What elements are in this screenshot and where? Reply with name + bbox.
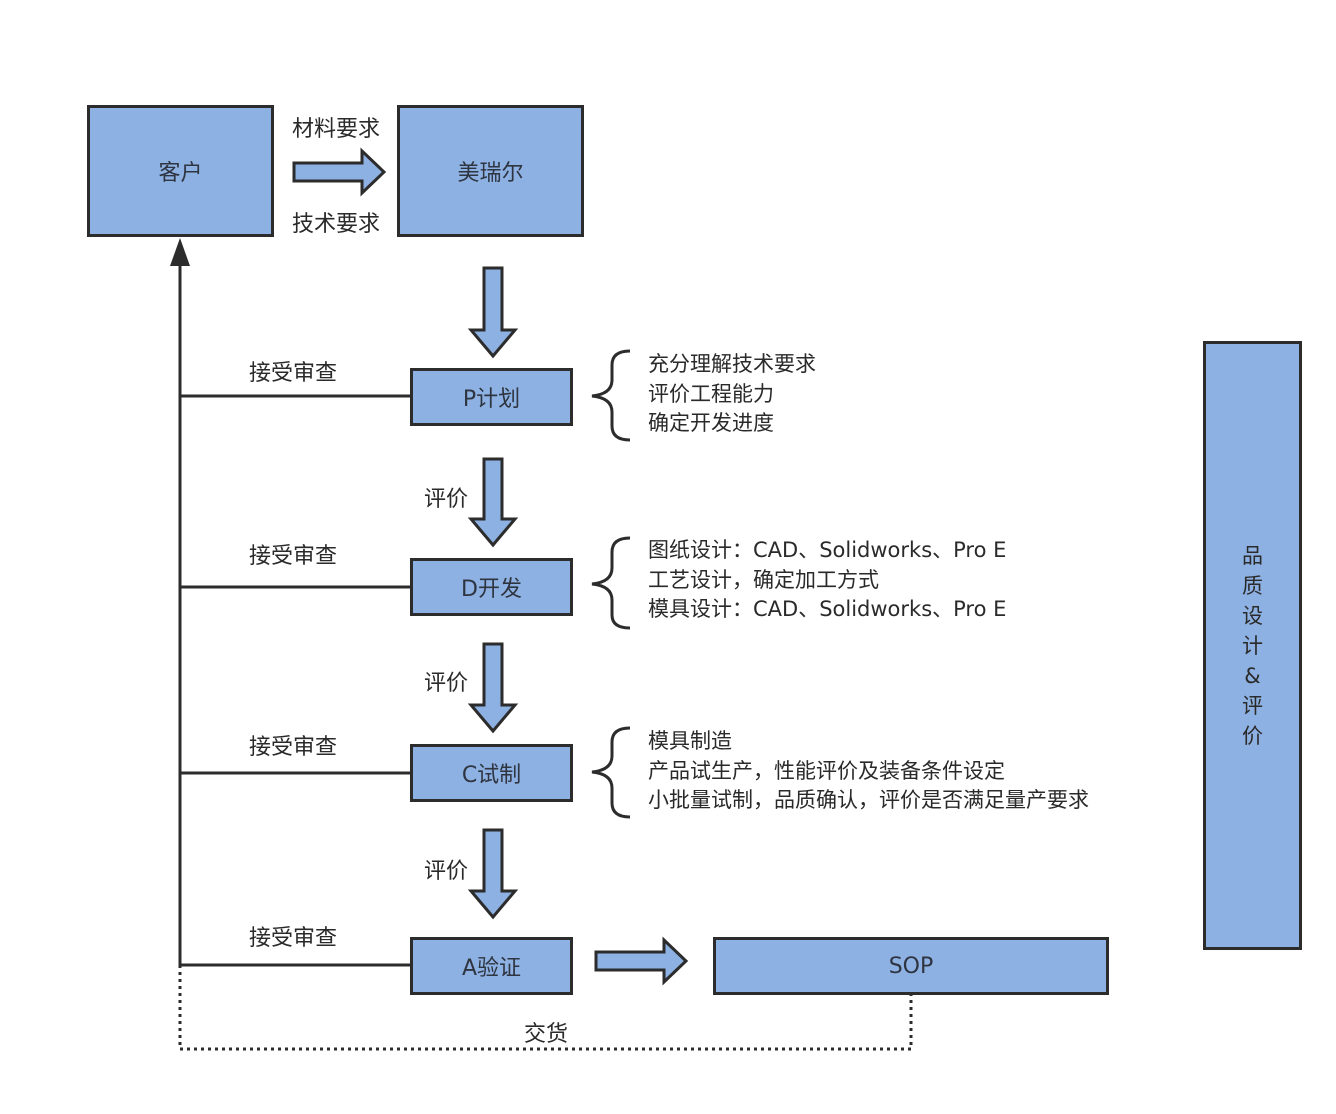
arrow-down-icon [467, 828, 519, 920]
evaluate-label-3: 评价 [424, 859, 469, 884]
p-plan-label: P计划 [462, 387, 521, 412]
p-plan-details: 充分理解技术要求 评价工程能力 确定开发进度 [648, 350, 816, 439]
evaluate-label-2: 评价 [424, 671, 469, 696]
sop-node: SOP [713, 937, 1109, 995]
quality-side-panel: 品 质 设 计 & 评 价 [1203, 341, 1302, 950]
delivery-line [178, 965, 913, 1051]
a-verify-label: A验证 [461, 956, 522, 981]
arrow-down-icon [467, 642, 519, 734]
detail-item: 评价工程能力 [648, 381, 774, 406]
arrow-up-icon [170, 238, 190, 266]
p-plan-node: P计划 [410, 368, 573, 426]
side-char: 品 [1242, 543, 1263, 568]
detail-item: 工艺设计，确定加工方式 [648, 567, 879, 592]
sop-label: SOP [888, 953, 934, 979]
d-develop-node: D开发 [410, 558, 573, 616]
detail-item: 确定开发进度 [648, 411, 774, 435]
brace-icon [591, 726, 631, 819]
brace-icon [591, 536, 631, 630]
c-trial-node: C试制 [410, 744, 573, 802]
brace-icon [591, 349, 631, 442]
feedback-line [170, 238, 412, 967]
side-char: 质 [1242, 573, 1263, 598]
customer-label: 客户 [158, 161, 203, 186]
supplier-label: 美瑞尔 [457, 161, 524, 186]
supplier-node: 美瑞尔 [397, 105, 584, 237]
accept-review-label-d: 接受审查 [249, 544, 338, 569]
side-char: & [1244, 663, 1261, 688]
tech-req-label: 技术要求 [292, 212, 381, 237]
detail-item: 充分理解技术要求 [648, 352, 816, 376]
c-trial-label: C试制 [461, 763, 522, 788]
delivery-label: 交货 [524, 1022, 569, 1047]
side-char: 价 [1242, 723, 1263, 748]
evaluate-label-1: 评价 [424, 487, 469, 512]
arrow-down-icon [467, 457, 519, 548]
side-char: 计 [1242, 633, 1263, 658]
arrow-right-icon [594, 936, 689, 986]
accept-review-label-p: 接受审查 [249, 361, 338, 386]
customer-node: 客户 [87, 105, 274, 237]
material-req-label: 材料要求 [292, 117, 381, 142]
side-char: 设 [1242, 603, 1263, 628]
a-verify-node: A验证 [410, 937, 573, 995]
accept-review-label-c: 接受审查 [249, 735, 338, 760]
detail-item: 产品试生产，性能评价及装备条件设定 [648, 758, 1005, 783]
d-develop-details: 图纸设计：CAD、Solidworks、Pro E 工艺设计，确定加工方式 模具… [648, 536, 1006, 625]
detail-item: 模具设计：CAD、Solidworks、Pro E [648, 597, 1007, 621]
c-trial-details: 模具制造 产品试生产，性能评价及装备条件设定 小批量试制，品质确认，评价是否满足… [648, 727, 1089, 816]
detail-item: 模具制造 [648, 729, 732, 753]
accept-review-label-a: 接受审查 [249, 926, 338, 951]
detail-item: 图纸设计：CAD、Solidworks、Pro E [648, 538, 1007, 562]
d-develop-label: D开发 [461, 577, 522, 602]
arrow-right-icon [292, 147, 387, 197]
detail-item: 小批量试制，品质确认，评价是否满足量产要求 [648, 788, 1089, 812]
arrow-down-icon [467, 266, 519, 359]
side-char: 评 [1242, 693, 1263, 718]
